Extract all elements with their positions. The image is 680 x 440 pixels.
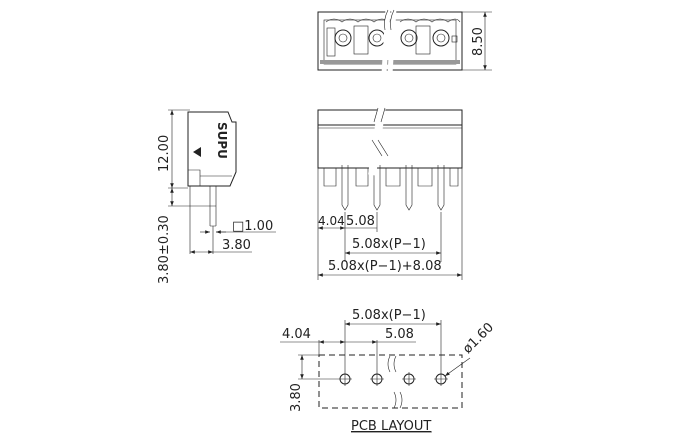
front-first-pitch-dim: 4.04 bbox=[318, 214, 345, 228]
pcb-pitch-dim: 5.08 bbox=[385, 327, 414, 342]
brand-logo: SUPU bbox=[215, 122, 229, 159]
top-height-dim: 8.50 bbox=[471, 27, 486, 56]
front-span-dim: 5.08x(P−1) bbox=[352, 237, 426, 252]
front-view: 4.04 5.08 5.08x(P−1) 5.08x(P−1)+8.08 bbox=[317, 104, 463, 280]
pcb-edge-dim: 4.04 bbox=[282, 327, 311, 342]
side-height-dim: 12.00 bbox=[157, 135, 172, 172]
pin-length-dim: 3.80±0.30 bbox=[157, 215, 172, 284]
front-total-dim: 5.08x(P−1)+8.08 bbox=[328, 259, 442, 274]
pcb-layout: 5.08x(P−1) 4.04 5.08 ø1.60 3.80 PCB LAYO… bbox=[280, 308, 497, 434]
logo-triangle-icon bbox=[193, 147, 201, 157]
pcb-span-dim: 5.08x(P−1) bbox=[352, 308, 426, 323]
top-view: 8.50 bbox=[317, 7, 492, 75]
pin bbox=[341, 165, 445, 211]
pcb-hole-dim: ø1.60 bbox=[460, 320, 497, 357]
pin-size-dim: □1.00 bbox=[232, 219, 273, 234]
front-pitch-dim: 5.08 bbox=[346, 214, 375, 229]
pin-offset-dim: 3.80 bbox=[222, 238, 251, 253]
pcb-layout-title: PCB LAYOUT bbox=[351, 419, 431, 434]
side-view: SUPU 12.00 3.80±0.30 □1.00 3.80 bbox=[157, 109, 276, 284]
pcb-row-dim: 3.80 bbox=[289, 383, 304, 412]
pcb-hole bbox=[338, 372, 448, 386]
